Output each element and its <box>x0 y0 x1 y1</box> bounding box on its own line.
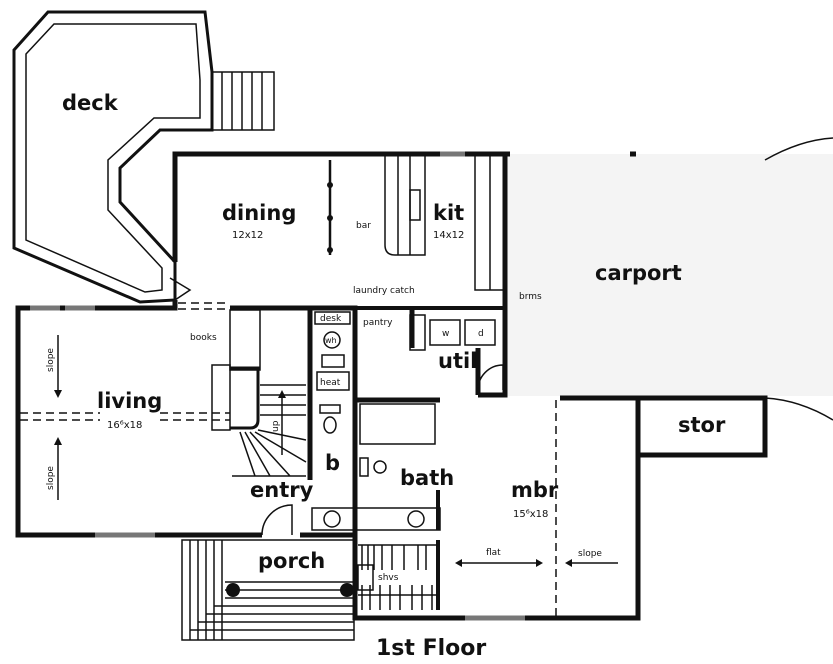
floor-title: 1st Floor <box>376 636 486 661</box>
kitchen-counters <box>384 154 505 291</box>
room-size-mbr: 15⁶x18 <box>513 509 548 520</box>
stairs <box>211 309 307 477</box>
desk <box>314 311 351 325</box>
note-flat: flat <box>486 548 501 558</box>
bathtub <box>359 403 436 445</box>
label-heat: heat <box>320 378 341 388</box>
note-up: up <box>271 420 281 432</box>
dryer <box>464 319 496 346</box>
room-label-kitchen: kit <box>433 201 464 225</box>
room-label-util: util <box>438 349 477 373</box>
room-size-kitchen: 14x12 <box>433 230 464 241</box>
room-label-dining: dining <box>222 201 296 225</box>
note-slope-mbr: slope <box>578 549 602 559</box>
walls <box>15 151 768 621</box>
note-laundry-catch: laundry catch <box>353 286 415 296</box>
room-label-bath: bath <box>400 466 454 490</box>
room-label-porch: porch <box>258 549 325 573</box>
water-heater <box>323 331 341 349</box>
stor-curve <box>764 397 833 421</box>
room-label-carport: carport <box>595 261 682 285</box>
room-label-stor: stor <box>678 413 726 437</box>
entry-door <box>261 504 293 536</box>
room-label-b: b <box>325 451 340 475</box>
room-label-living: living <box>97 389 162 413</box>
room-size-dining: 12x12 <box>232 230 263 241</box>
label-desk: desk <box>320 314 342 324</box>
note-slope-upper: slope <box>46 348 56 372</box>
heat-unit <box>316 371 350 391</box>
label-washer: w <box>442 329 449 339</box>
carport-curve <box>764 137 833 161</box>
note-slope-lower: slope <box>46 466 56 490</box>
carport-area <box>507 154 833 396</box>
note-shvs: shvs <box>378 573 399 583</box>
deck-door <box>169 277 192 301</box>
deck-stairs <box>211 71 275 131</box>
room-label-mbr: mbr <box>511 478 559 502</box>
label-water-heater: wh <box>325 336 337 345</box>
room-label-deck: deck <box>62 91 119 115</box>
porch-steps <box>181 539 355 641</box>
room-size-living: 16⁶x18 <box>107 420 142 431</box>
room-label-entry: entry <box>250 478 314 502</box>
note-brms: brms <box>519 292 542 302</box>
note-pantry: pantry <box>363 318 393 328</box>
label-dryer: d <box>478 329 484 339</box>
util-door <box>477 364 504 391</box>
note-books: books <box>190 333 217 343</box>
washer <box>429 319 461 346</box>
deck-outline <box>12 10 214 304</box>
note-bar: bar <box>356 221 371 231</box>
pantry-shelf <box>409 314 426 351</box>
